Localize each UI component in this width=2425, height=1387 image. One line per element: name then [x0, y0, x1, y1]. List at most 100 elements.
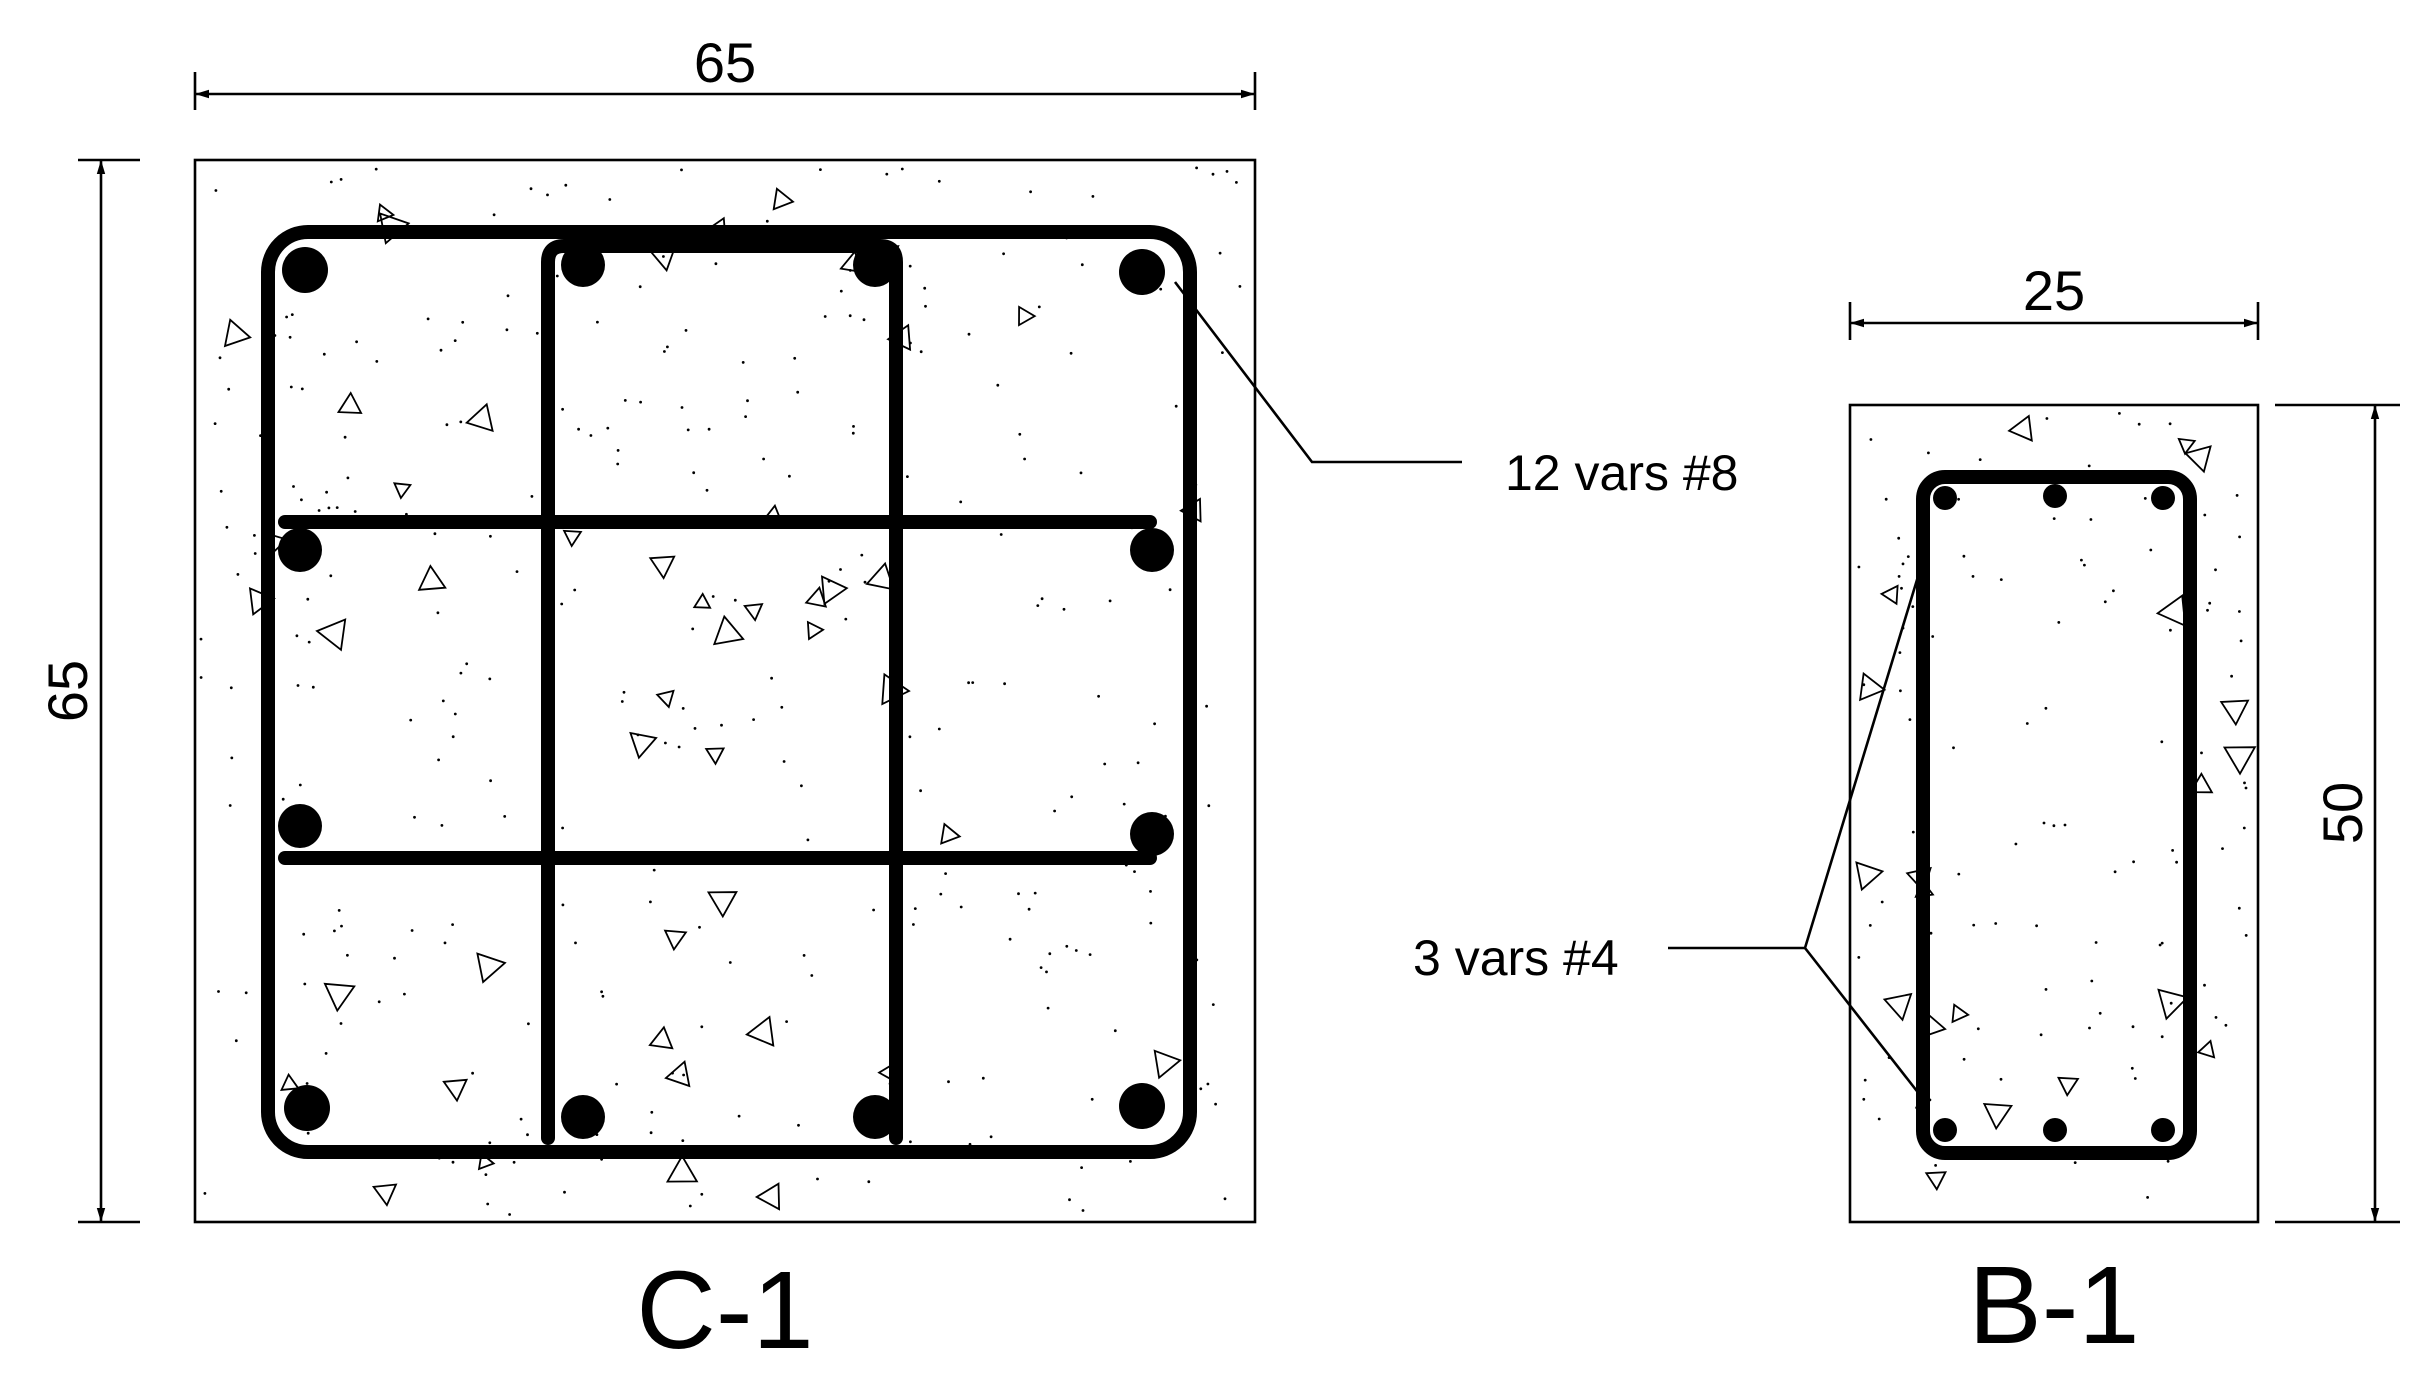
stipple-dot — [913, 907, 917, 910]
aggregate-triangle — [663, 929, 688, 952]
stipple-dot — [909, 1140, 912, 1144]
column-rebar — [278, 528, 322, 572]
stipple-dot — [506, 294, 510, 298]
stipple-dot — [1238, 285, 1242, 288]
stipple-dot — [1863, 1078, 1867, 1082]
stipple-dot — [1211, 1003, 1215, 1006]
stipple-dot — [909, 341, 912, 345]
stipple-dot — [663, 350, 666, 353]
column-section-label: C-1 — [636, 1249, 813, 1372]
stipple-dot — [1911, 830, 1915, 834]
stipple-dot — [337, 909, 341, 912]
stipple-dot — [333, 929, 336, 933]
stipple-dot — [1207, 804, 1211, 808]
stipple-dot — [839, 568, 842, 571]
stipple-dot — [2089, 518, 2093, 521]
stipple-dot — [1070, 795, 1074, 799]
stipple-dot — [2175, 860, 2179, 864]
stipple-dot — [343, 435, 347, 439]
stipple-dot — [2237, 906, 2241, 910]
stipple-dot — [374, 167, 378, 171]
stipple-dot — [199, 676, 203, 679]
stipple-dot — [1962, 554, 1966, 558]
stipple-dot — [827, 579, 831, 583]
stipple-dot — [305, 1082, 309, 1085]
stipple-dot — [285, 315, 288, 319]
aggregate-triangle — [2007, 414, 2033, 442]
stipple-dot — [971, 681, 975, 684]
aggregate-triangle — [1982, 1102, 2014, 1131]
stipple-dot — [1065, 944, 1069, 948]
stipple-dot — [2242, 826, 2246, 830]
stipple-dot — [324, 1052, 328, 1055]
stipple-dot — [2052, 824, 2056, 828]
stipple-dot — [2130, 1066, 2134, 1070]
stipple-dot — [680, 406, 684, 409]
stipple-dot — [2113, 870, 2117, 874]
stipple-dot — [1023, 457, 1026, 461]
stipple-dot — [426, 317, 430, 321]
stipple-dot — [302, 932, 306, 936]
stipple-dot — [885, 172, 889, 176]
stipple-dot — [561, 407, 564, 411]
stipple-dot — [662, 255, 665, 258]
stipple-dot — [214, 189, 218, 192]
stipple-dot — [616, 462, 620, 466]
stipple-dot — [2171, 849, 2175, 852]
stipple-dot — [451, 923, 454, 926]
stipple-dot — [746, 399, 749, 403]
stipple-dot — [906, 475, 909, 478]
stipple-dot — [329, 180, 333, 184]
stipple-dot — [2088, 1026, 2091, 1030]
stipple-dot — [1008, 937, 1012, 941]
stipple-dot — [2080, 558, 2083, 562]
stipple-dot — [555, 274, 559, 278]
stipple-dot — [2025, 722, 2029, 725]
stipple-dot — [486, 1202, 490, 1206]
aggregate-triangle — [417, 564, 447, 591]
stipple-dot — [944, 872, 947, 875]
stipple-dot — [688, 1204, 692, 1208]
stipple-dot — [489, 779, 492, 783]
stipple-dot — [1053, 809, 1056, 813]
stipple-dot — [353, 510, 357, 513]
stipple-dot — [1884, 497, 1888, 501]
stipple-dot — [2118, 412, 2121, 415]
stipple-dot — [413, 815, 416, 819]
stipple-dot — [2112, 589, 2115, 593]
stipple-dot — [851, 431, 855, 435]
aggregate-triangle — [336, 391, 363, 414]
stipple-dot — [947, 1080, 950, 1084]
stipple-dot — [1033, 891, 1037, 895]
stipple-dot — [2169, 1001, 2173, 1005]
aggregate-triangle — [376, 202, 396, 223]
stipple-dot — [680, 168, 683, 172]
column-rebar — [282, 247, 328, 293]
stipple-dot — [677, 745, 681, 749]
stipple-dot — [505, 328, 509, 332]
stipple-dot — [900, 167, 904, 171]
column-inner-tie-vertical — [541, 239, 903, 1145]
stipple-dot — [2160, 1035, 2164, 1039]
stipple-dot — [1199, 1087, 1203, 1091]
stipple-dot — [1206, 1082, 1210, 1086]
stipple-dot — [1862, 1097, 1866, 1101]
stipple-dot — [2224, 1023, 2228, 1027]
stipple-dot — [939, 892, 943, 896]
aggregate-triangle — [2183, 445, 2212, 474]
stipple-dot — [1908, 718, 1912, 721]
stipple-dot — [848, 314, 852, 318]
stipple-dot — [227, 387, 231, 391]
stipple-dot — [526, 1133, 529, 1137]
stipple-dot — [306, 1131, 310, 1135]
stipple-dot — [530, 495, 534, 498]
stipple-dot — [244, 991, 248, 995]
stipple-dot — [2090, 979, 2094, 983]
stipple-dot — [563, 1190, 566, 1194]
beam-width-label: 25 — [2023, 259, 2085, 322]
stipple-dot — [615, 1082, 618, 1086]
stipple-dot — [564, 183, 568, 187]
stipple-dot — [2131, 1025, 2135, 1029]
stipple-dot — [2200, 751, 2203, 755]
stipple-dot — [872, 908, 875, 912]
